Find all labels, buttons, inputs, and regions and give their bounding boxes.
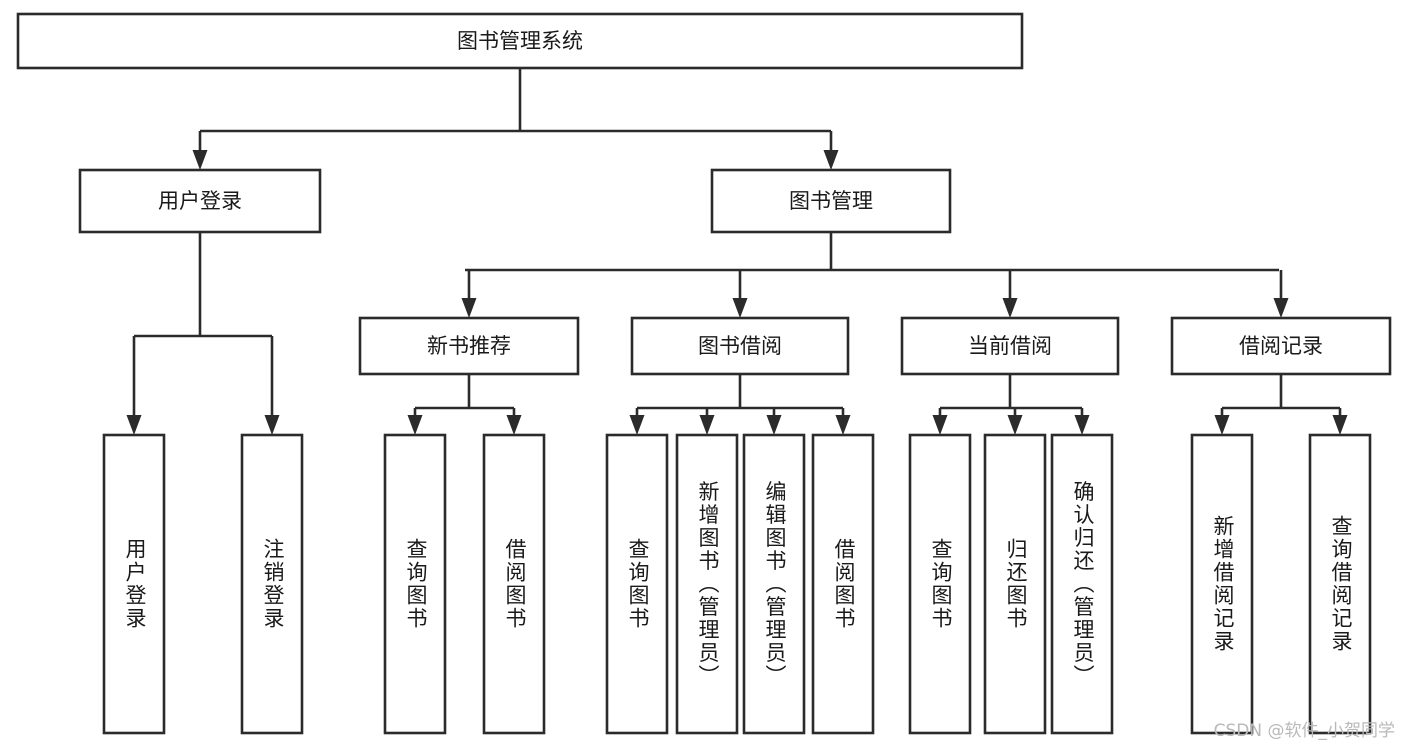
node-label-leaf-query-record: 查询借阅记录 (1329, 515, 1353, 653)
node-label-new-book-rec: 新书推荐 (427, 334, 511, 358)
bookborrow-children-branch-0-arrowhead (629, 415, 645, 435)
node-box-root[interactable] (16, 12, 1024, 70)
node-borrow-record[interactable]: 借阅记录 (1170, 316, 1392, 376)
node-box-book-borrow[interactable] (630, 316, 850, 376)
bookmanage-to-level3-branch-1-arrowhead (732, 298, 748, 318)
node-label-leaf-edit-book: 编辑图书（管理员） (763, 481, 787, 688)
node-label-borrow-record: 借阅记录 (1239, 334, 1323, 358)
node-leaf-query-book-rec[interactable]: 查询图书 (383, 433, 447, 735)
node-label-leaf-user-login: 用户登录 (123, 538, 147, 630)
newbook-children-branch-0-arrowhead (407, 415, 423, 435)
node-box-leaf-borrow-book-b[interactable] (811, 433, 875, 735)
node-book-borrow[interactable]: 图书借阅 (630, 316, 850, 376)
bookborrow-children-branch-3-arrowhead (835, 415, 851, 435)
node-label-leaf-query-book-rec: 查询图书 (404, 538, 428, 630)
currentborrow-children-branch-2-arrowhead (1074, 415, 1090, 435)
newbook-children-branch-1-arrowhead (506, 415, 522, 435)
node-box-leaf-add-record[interactable] (1190, 433, 1254, 735)
node-box-leaf-borrow-book-rec[interactable] (482, 433, 546, 735)
node-label-book-manage: 图书管理 (789, 189, 873, 213)
node-label-leaf-borrow-book-rec: 借阅图书 (503, 538, 527, 630)
root-to-level2-branch-1-arrowhead (823, 150, 839, 170)
node-leaf-add-book[interactable]: 新增图书（管理员） (675, 433, 739, 735)
node-box-leaf-edit-book[interactable] (742, 433, 806, 735)
node-box-leaf-query-book-c[interactable] (908, 433, 972, 735)
node-leaf-borrow-book-b[interactable]: 借阅图书 (811, 433, 875, 735)
node-leaf-confirm-return[interactable]: 确认归还（管理员） (1050, 433, 1114, 735)
node-label-user-login: 用户登录 (158, 189, 242, 213)
bookmanage-to-level3-branch-2-arrowhead (1002, 298, 1018, 318)
node-label-book-borrow: 图书借阅 (698, 334, 782, 358)
node-root[interactable]: 图书管理系统 (16, 12, 1024, 70)
node-label-leaf-add-record: 新增借阅记录 (1211, 515, 1235, 653)
node-box-current-borrow[interactable] (900, 316, 1120, 376)
node-label-leaf-borrow-book-b: 借阅图书 (832, 538, 856, 630)
node-label-leaf-logout: 注销登录 (261, 538, 285, 630)
node-leaf-logout[interactable]: 注销登录 (240, 433, 304, 735)
node-leaf-user-login[interactable]: 用户登录 (102, 433, 166, 735)
node-leaf-edit-book[interactable]: 编辑图书（管理员） (742, 433, 806, 735)
node-leaf-query-record[interactable]: 查询借阅记录 (1308, 433, 1372, 735)
userlogin-children-branch-0-arrowhead (126, 415, 142, 435)
connectors-layer (126, 68, 1348, 435)
node-label-leaf-query-book-b: 查询图书 (626, 538, 650, 630)
node-label-leaf-query-book-c: 查询图书 (929, 538, 953, 630)
bookmanage-to-level3-branch-3-arrowhead (1273, 298, 1289, 318)
node-label-leaf-return-book: 归还图书 (1004, 538, 1028, 630)
node-label-leaf-confirm-return: 确认归还（管理员） (1071, 481, 1095, 688)
node-leaf-borrow-book-rec[interactable]: 借阅图书 (482, 433, 546, 735)
userlogin-children-branch-1-arrowhead (264, 415, 280, 435)
node-box-leaf-add-book[interactable] (675, 433, 739, 735)
node-box-leaf-return-book[interactable] (983, 433, 1047, 735)
borrowrecord-children-branch-0-arrowhead (1214, 415, 1230, 435)
node-box-leaf-query-book-rec[interactable] (383, 433, 447, 735)
node-label-current-borrow: 当前借阅 (968, 334, 1052, 358)
node-box-new-book-rec[interactable] (358, 316, 580, 376)
root-to-level2-branch-0-arrowhead (192, 150, 208, 170)
bookborrow-children-branch-1-arrowhead (699, 415, 715, 435)
node-box-leaf-user-login[interactable] (102, 433, 166, 735)
node-leaf-query-book-c[interactable]: 查询图书 (908, 433, 972, 735)
nodes-layer: 图书管理系统用户登录图书管理新书推荐图书借阅当前借阅借阅记录用户登录注销登录查询… (16, 12, 1392, 735)
node-box-borrow-record[interactable] (1170, 316, 1392, 376)
node-box-book-manage[interactable] (710, 168, 952, 234)
bookmanage-to-level3-branch-0-arrowhead (461, 298, 477, 318)
borrowrecord-children-branch-1-arrowhead (1332, 415, 1348, 435)
node-new-book-rec[interactable]: 新书推荐 (358, 316, 580, 376)
node-leaf-add-record[interactable]: 新增借阅记录 (1190, 433, 1254, 735)
node-current-borrow[interactable]: 当前借阅 (900, 316, 1120, 376)
node-leaf-query-book-b[interactable]: 查询图书 (605, 433, 669, 735)
node-box-leaf-query-record[interactable] (1308, 433, 1372, 735)
node-book-manage[interactable]: 图书管理 (710, 168, 952, 234)
currentborrow-children-branch-0-arrowhead (932, 415, 948, 435)
node-box-leaf-confirm-return[interactable] (1050, 433, 1114, 735)
bookborrow-children-branch-2-arrowhead (766, 415, 782, 435)
node-leaf-return-book[interactable]: 归还图书 (983, 433, 1047, 735)
node-label-leaf-add-book: 新增图书（管理员） (696, 481, 720, 688)
node-box-leaf-logout[interactable] (240, 433, 304, 735)
node-label-root: 图书管理系统 (457, 29, 583, 53)
currentborrow-children-branch-1-arrowhead (1007, 415, 1023, 435)
node-box-leaf-query-book-b[interactable] (605, 433, 669, 735)
node-user-login[interactable]: 用户登录 (78, 168, 322, 234)
node-box-user-login[interactable] (78, 168, 322, 234)
